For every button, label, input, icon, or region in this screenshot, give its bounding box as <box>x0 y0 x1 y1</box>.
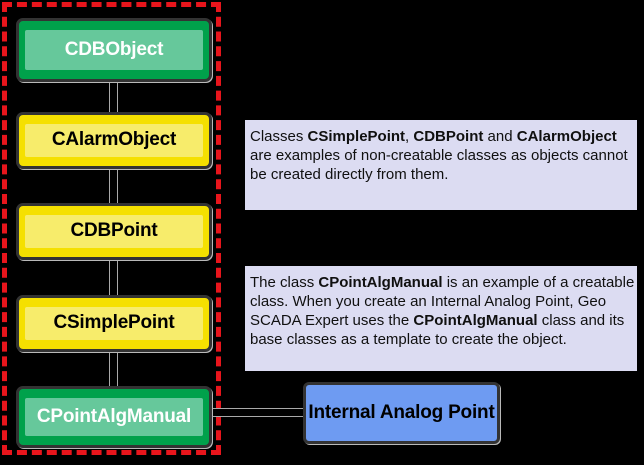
object-node-label: Internal Analog Point <box>308 401 495 423</box>
connector-cpointalgmanual-to-internalanalog <box>205 408 306 417</box>
object-node-internal-analog-point[interactable]: Internal Analog Point <box>303 382 500 444</box>
class-node-cdbobject[interactable]: CDBObject <box>16 18 212 82</box>
class-node-label: CAlarmObject <box>51 129 177 151</box>
callout-non-creatable-classes: Classes CSimplePoint, CDBPoint and CAlar… <box>245 120 637 210</box>
connector-calarmobject-to-cdbpoint <box>109 166 118 206</box>
class-node-cpointalgmanual[interactable]: CPointAlgManual <box>16 386 212 448</box>
class-node-cdbpoint[interactable]: CDBPoint <box>16 203 212 260</box>
class-node-calarmobject[interactable]: CAlarmObject <box>16 112 212 169</box>
class-node-label: CDBPoint <box>70 220 158 242</box>
callout-creatable-class: The class CPointAlgManual is an example … <box>245 266 637 371</box>
connector-cdbobject-to-calarmobject <box>109 80 118 115</box>
class-node-csimplepoint[interactable]: CSimplePoint <box>16 295 212 352</box>
connector-cdbpoint-to-csimplepoint <box>109 257 118 298</box>
dashed-grouping-region <box>2 2 221 455</box>
class-node-label: CSimplePoint <box>53 312 175 334</box>
class-node-label: CDBObject <box>64 38 164 60</box>
class-node-label: CPointAlgManual <box>36 405 192 427</box>
connector-csimplepoint-to-cpointalgmanual <box>109 349 118 389</box>
